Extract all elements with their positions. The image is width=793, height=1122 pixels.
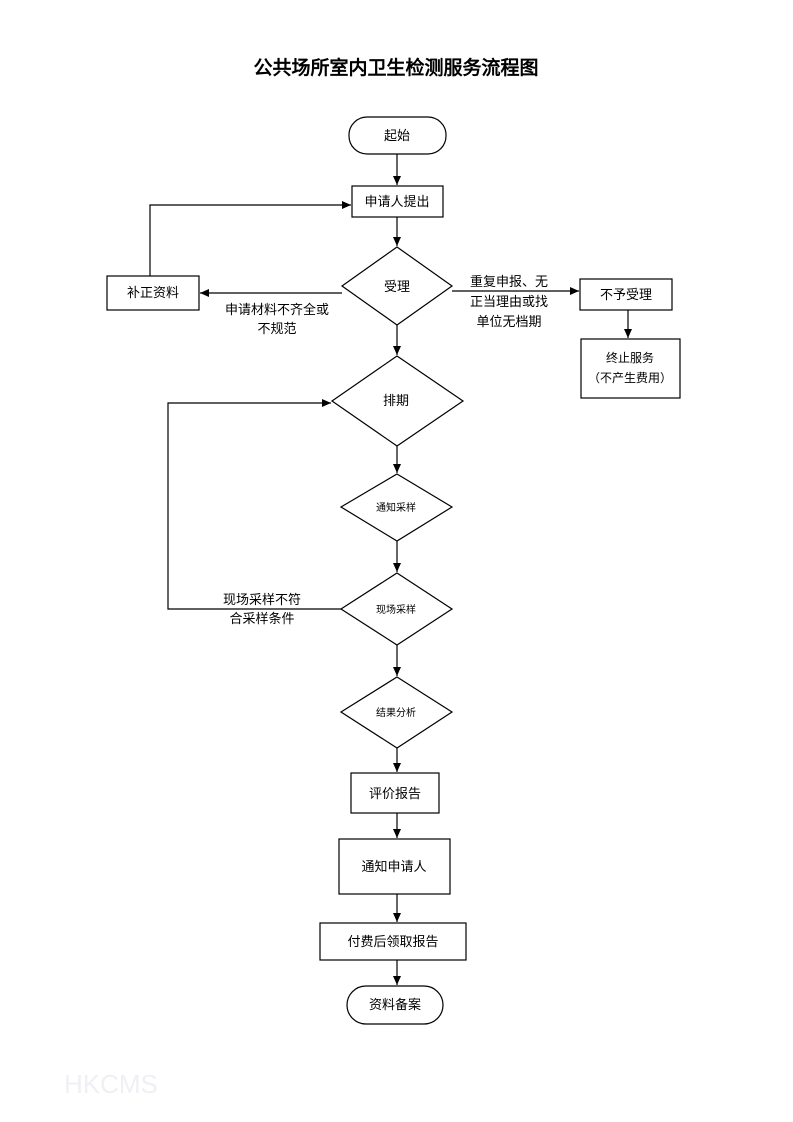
terminate-label-2: （不产生费用） (588, 371, 672, 385)
apply-label: 申请人提出 (364, 194, 429, 210)
archive-label: 资料备案 (369, 997, 421, 1013)
terminate-node (580, 338, 681, 399)
apply-node (351, 185, 444, 218)
accept-label: 受理 (384, 280, 410, 295)
arrow-onsite-schedule (167, 399, 341, 610)
page-title: 公共场所室内卫生检测服务流程图 (253, 56, 538, 79)
terminate-label-1: 终止服务 (606, 350, 654, 365)
notify-sampling-label: 通知采样 (376, 501, 416, 514)
watermark: HKCMS (64, 1069, 158, 1099)
reject-label: 不予受理 (600, 288, 652, 303)
onsite-sampling-label: 现场采样 (376, 603, 416, 616)
supplement-label: 补正资料 (127, 286, 179, 301)
notify-applicant-node (338, 838, 451, 895)
reject-node (579, 278, 673, 311)
reject-reason-1: 重复申报、无 (470, 274, 548, 290)
start-label: 起始 (384, 129, 410, 144)
archive-node (346, 985, 444, 1025)
evaluation-report-label: 评价报告 (369, 787, 421, 802)
schedule-label: 排期 (383, 394, 409, 409)
supplement-node (106, 275, 200, 311)
evaluation-report-node (350, 772, 440, 814)
sampling-fail-label-2: 合采样条件 (229, 611, 294, 627)
arrow-supplement-apply (149, 201, 351, 276)
sampling-fail-label-1: 现场采样不符 (223, 592, 301, 608)
pay-collect-label: 付费后领取报告 (347, 935, 438, 950)
reject-reason-3: 单位无档期 (476, 315, 541, 330)
reject-reason-2: 正当理由或找 (470, 295, 548, 310)
incomplete-label-2: 不规范 (257, 322, 296, 337)
notify-applicant-label: 通知申请人 (361, 859, 426, 875)
result-analysis-label: 结果分析 (376, 706, 416, 719)
incomplete-label-1: 申请材料不齐全或 (225, 302, 329, 318)
pay-collect-node (319, 922, 467, 961)
